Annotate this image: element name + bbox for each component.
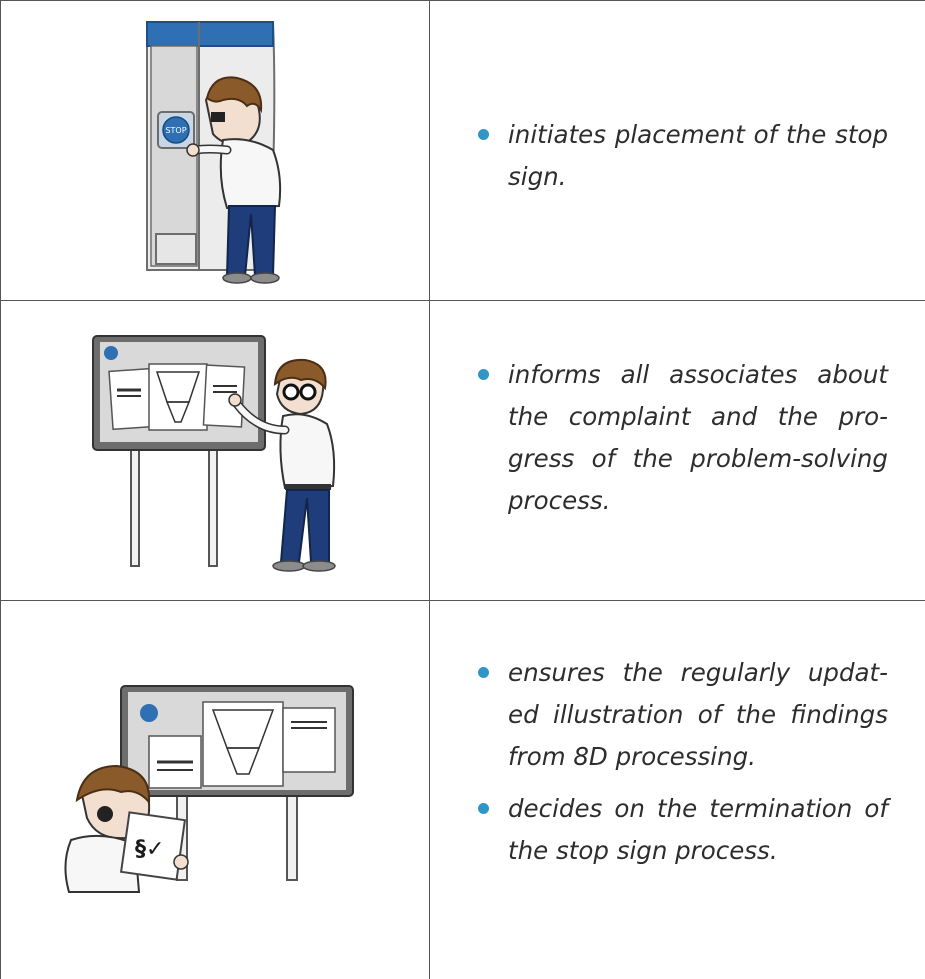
bullet-dot (478, 667, 489, 678)
table-row: informs all associates about the complai… (0, 300, 925, 600)
illustration-presentation-board (1, 300, 429, 600)
bullet-item: decides on the termination of the stop s… (478, 788, 888, 872)
stop-label: STOP (165, 126, 186, 135)
bullet-dot (478, 803, 489, 814)
bullet-item: initiates placement of the stop sign. (478, 114, 888, 198)
checklist-symbols: §✓ (135, 837, 164, 862)
bullet-text: initiates placement of the stop sign. (508, 120, 888, 191)
row-text: initiates placement of the stop sign. (478, 114, 888, 208)
bullet-item: ensures the regularly updat-ed illustrat… (478, 652, 888, 778)
table-row: §✓ ensures the regularly updat-ed illust… (0, 600, 925, 979)
bullet-dot (478, 129, 489, 140)
row-divider (0, 600, 925, 601)
bullet-text: ensures the regularly updat-ed illustrat… (508, 658, 888, 771)
bullet-dot (478, 369, 489, 380)
bullet-text: informs all associates about the complai… (508, 360, 888, 515)
row-text: ensures the regularly updat-ed illustrat… (478, 652, 888, 882)
row-text: informs all associates about the complai… (478, 354, 888, 532)
row-divider (0, 300, 925, 301)
table-row: STOP initiates placement of the stop sig… (0, 0, 925, 300)
bullet-item: informs all associates about the complai… (478, 354, 888, 522)
illustration-checklist-board: §✓ (1, 600, 429, 979)
table-top-border (0, 0, 925, 1)
bullet-text: decides on the termination of the stop s… (508, 794, 888, 865)
table-left-border (0, 0, 1, 979)
illustration-stop-button: STOP (1, 0, 429, 300)
column-divider (429, 0, 430, 979)
